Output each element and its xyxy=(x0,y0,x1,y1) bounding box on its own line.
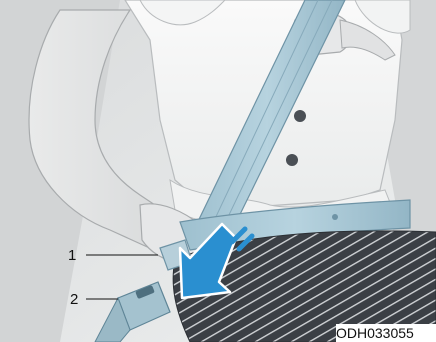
lap-belt-rivet xyxy=(332,214,338,220)
blouse-button-upper xyxy=(294,110,306,122)
image-code-label: ODH033055 xyxy=(336,324,436,342)
callout-label-1: 1 xyxy=(68,248,76,263)
callout-label-2: 2 xyxy=(70,292,78,307)
blouse-button-lower xyxy=(286,154,298,166)
